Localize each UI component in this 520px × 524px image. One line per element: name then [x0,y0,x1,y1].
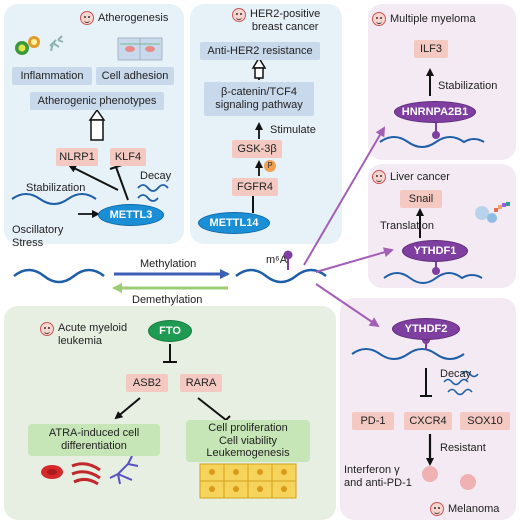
snail-box: Snail [400,190,442,208]
mettl14-enzyme: METTL14 [198,212,270,234]
liver-title-wrap: Liver cancer [372,170,450,184]
myeloma-title-wrap: Multiple myeloma [372,12,476,26]
patient-icon [430,502,444,516]
liver-title: Liver cancer [390,170,450,183]
her2-title-wrap: HER2-positive breast cancer [232,8,320,33]
panel-liver [368,164,516,288]
target-box-2: SOX10 [460,412,510,430]
beta-catenin-pathway-box: β-catenin/TCF4 signaling pathway [204,82,314,116]
blood-cells-icon [41,455,139,486]
asb2-box: ASB2 [126,374,168,392]
melanoma-title-wrap: Melanoma [430,502,499,516]
her2-title: HER2-positive breast cancer [250,8,321,33]
interferon-label: Interferon γ and anti-PD-1 [344,464,412,489]
cell-grid-icon [199,463,297,499]
demethylation-label: Demethylation [132,294,203,306]
aml-title: Acute myeloid leukemia [58,322,128,347]
rara-box: RARA [180,374,222,392]
phosphorylation-badge: P [264,160,276,172]
ythdf1-reader: YTHDF1 [402,240,468,262]
stabilization-label: Stabilization [26,182,86,194]
patient-icon [372,12,386,26]
patient-icon [40,322,54,336]
myeloma-title: Multiple myeloma [390,12,476,25]
nlrp1-box: NLRP1 [56,148,98,166]
cell-adhesion-icon [117,37,163,61]
inflammation-cells-icon [15,35,64,55]
aml-title-wrap: Acute myeloid leukemia [40,322,127,347]
ribosome-icon [475,202,510,223]
resistant-label: Resistant [440,442,486,454]
decay-label: Decay [140,170,172,182]
target-box-1: CXCR4 [404,412,452,430]
cell-adhesion-box: Cell adhesion [96,67,174,85]
decay-label-melanoma: Decay [440,368,472,380]
hnrnpa2b1-reader: HNRNPA2B1 [394,101,476,123]
atra-differentiation-box: ATRA-induced cell differentiation [28,424,160,456]
fgfr4-box: FGFR4 [232,178,278,196]
patient-icon [232,8,246,22]
atherogenesis-title: Atherogenesis [98,11,169,24]
translation-label: Translation [380,220,435,232]
stabilization-label-myeloma: Stabilization [438,80,498,92]
m6a-label: m⁶A [266,254,288,266]
oscillatory-stress-label: Oscillatory Stress [12,224,64,249]
mettl3-enzyme: METTL3 [98,204,164,226]
fto-enzyme: FTO [148,320,192,342]
inflammation-box: Inflammation [12,67,92,85]
melanoma-title: Melanoma [448,502,500,515]
patient-icon [80,11,94,25]
panel-myeloma [368,4,516,160]
patient-icon [372,170,386,184]
klf4-box: KLF4 [110,148,146,166]
atherogenesis-title-wrap: Atherogenesis [80,11,168,25]
ythdf2-reader: YTHDF2 [392,318,460,340]
gsk3b-box: GSK-3β [232,140,282,158]
anti-her2-resistance-box: Anti-HER2 resistance [200,42,320,60]
methylation-label: Methylation [140,258,197,270]
stimulate-label: Stimulate [270,124,316,136]
target-box-0: PD-1 [352,412,394,430]
proliferation-box: Cell proliferation Cell viability Leukem… [186,420,310,462]
ilf3-box: ILF3 [414,40,448,58]
atherogenic-phenotypes-box: Atherogenic phenotypes [30,92,164,110]
